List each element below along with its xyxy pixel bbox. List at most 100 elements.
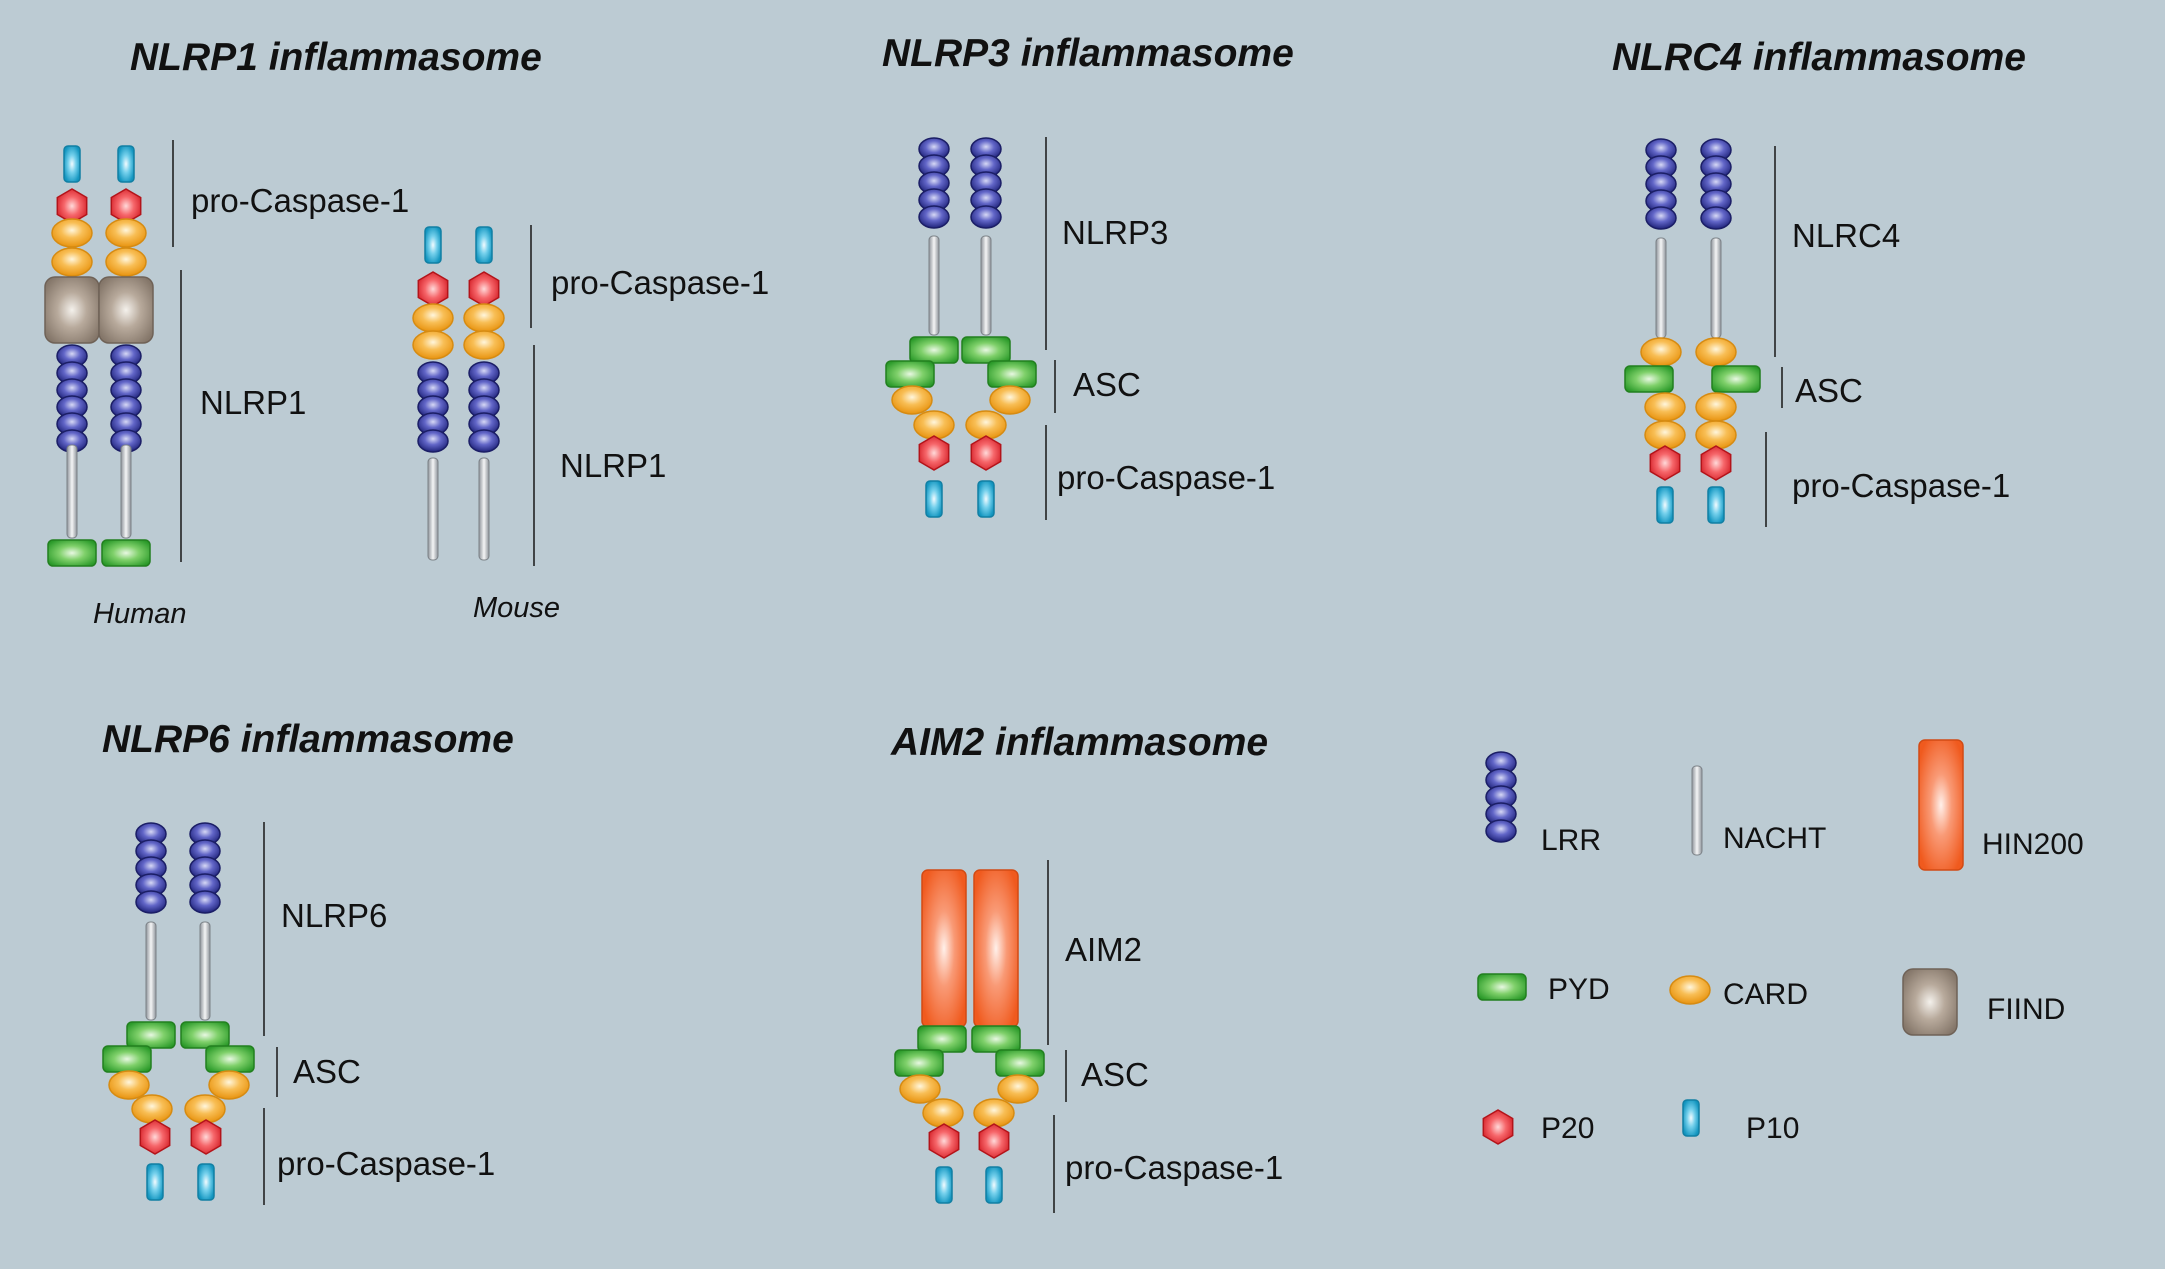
card-domain <box>965 410 1007 440</box>
legend-lrr-label: LRR <box>1541 824 1602 857</box>
nlrc4-title: NLRC4 inflammasome <box>1612 36 2026 79</box>
pyd-domain <box>47 539 97 567</box>
card-domain <box>208 1070 250 1100</box>
legend-p20-label: P20 <box>1541 1112 1595 1145</box>
nlrp6-asc-label: ASC <box>293 1053 361 1090</box>
card-domain <box>463 303 505 333</box>
pyd-domain <box>205 1045 255 1073</box>
p10-domain <box>977 480 995 518</box>
nlrc4-asc-label: ASC <box>1795 372 1863 409</box>
p10-domain <box>1682 1099 1700 1137</box>
pyd-domain <box>917 1025 967 1053</box>
legend-p10-label: P10 <box>1746 1112 1800 1145</box>
p10-domain <box>424 226 442 264</box>
lrr-domain <box>135 890 167 914</box>
lrr-domain <box>970 205 1002 229</box>
card-domain <box>412 330 454 360</box>
pyd-domain <box>987 360 1037 388</box>
card-domain <box>1695 337 1737 367</box>
card-domain <box>891 385 933 415</box>
pyd-domain <box>126 1021 176 1049</box>
nlrp1-human-caspase-label: pro-Caspase-1 <box>191 182 410 219</box>
card-domain <box>1695 420 1737 450</box>
nacht-domain <box>1655 237 1667 339</box>
legend-fiind-label: FIIND <box>1987 993 2066 1026</box>
p20-domain <box>978 1123 1010 1159</box>
pyd-domain <box>995 1049 1045 1077</box>
hin200-domain <box>973 869 1019 1028</box>
card-domain <box>105 218 147 248</box>
p10-domain <box>1656 486 1674 524</box>
lrr-domain <box>189 890 221 914</box>
card-domain <box>997 1074 1039 1104</box>
nacht-domain <box>1691 765 1703 856</box>
card-domain <box>51 247 93 277</box>
p10-domain <box>63 145 81 183</box>
card-domain <box>922 1098 964 1128</box>
nlrp6-caspase-label: pro-Caspase-1 <box>277 1145 496 1182</box>
nacht-domain <box>980 235 992 336</box>
nacht-domain <box>199 921 211 1021</box>
card-domain <box>1644 420 1686 450</box>
p20-domain <box>1649 445 1681 481</box>
mouse-label: Mouse <box>473 592 561 624</box>
nacht-domain <box>120 444 132 539</box>
nlrp1-mouse-caspase-label: pro-Caspase-1 <box>551 264 770 301</box>
pyd-domain <box>961 336 1011 364</box>
nacht-domain <box>1710 237 1722 339</box>
legend-hin200-label: HIN200 <box>1982 828 2084 861</box>
p20-domain <box>970 435 1002 471</box>
card-domain <box>1640 337 1682 367</box>
nlrp6-title: NLRP6 inflammasome <box>102 718 514 761</box>
nacht-domain <box>427 457 439 561</box>
nlrp3-caspase-label: pro-Caspase-1 <box>1057 459 1276 496</box>
nlrp1-human-receptor-label: NLRP1 <box>200 384 307 421</box>
p20-domain <box>1482 1109 1514 1145</box>
p10-domain <box>475 226 493 264</box>
card-domain <box>108 1070 150 1100</box>
fiind-domain <box>1902 968 1958 1036</box>
aim2-receptor-label: AIM2 <box>1065 931 1143 968</box>
card-domain <box>1644 392 1686 422</box>
p20-domain <box>1700 445 1732 481</box>
aim2-title: AIM2 inflammasome <box>891 721 1269 764</box>
pyd-domain <box>101 539 151 567</box>
lrr-domain <box>1645 206 1677 230</box>
legend-card-label: CARD <box>1723 978 1809 1011</box>
p20-domain <box>56 188 88 224</box>
human-label: Human <box>93 598 187 630</box>
p10-domain <box>1707 486 1725 524</box>
card-domain <box>184 1094 226 1124</box>
nlrc4-receptor-label: NLRC4 <box>1792 217 1901 254</box>
card-domain <box>1669 975 1711 1005</box>
hin200-domain <box>921 869 967 1028</box>
pyd-domain <box>102 1045 152 1073</box>
card-domain <box>412 303 454 333</box>
p10-domain <box>146 1163 164 1201</box>
p10-domain <box>197 1163 215 1201</box>
card-domain <box>913 410 955 440</box>
nacht-domain <box>478 457 490 561</box>
p20-domain <box>110 188 142 224</box>
nlrp1-title: NLRP1 inflammasome <box>130 36 542 79</box>
p20-domain <box>190 1119 222 1155</box>
nlrp6-receptor-label: NLRP6 <box>281 897 388 934</box>
nlrp3-asc-label: ASC <box>1073 366 1141 403</box>
p10-domain <box>985 1166 1003 1204</box>
fiind-domain <box>44 276 100 344</box>
p20-domain <box>417 271 449 307</box>
lrr-domain <box>468 429 500 453</box>
p20-domain <box>918 435 950 471</box>
aim2-caspase-label: pro-Caspase-1 <box>1065 1149 1284 1186</box>
p20-domain <box>928 1123 960 1159</box>
pyd-domain <box>1711 365 1761 393</box>
nlrp3-receptor-label: NLRP3 <box>1062 214 1169 251</box>
p10-domain <box>935 1166 953 1204</box>
nacht-domain <box>928 235 940 336</box>
p20-domain <box>468 271 500 307</box>
lrr-domain <box>417 429 449 453</box>
legend-nacht-label: NACHT <box>1723 822 1827 855</box>
nlrc4-caspase-label: pro-Caspase-1 <box>1792 467 2011 504</box>
pyd-domain <box>971 1025 1021 1053</box>
